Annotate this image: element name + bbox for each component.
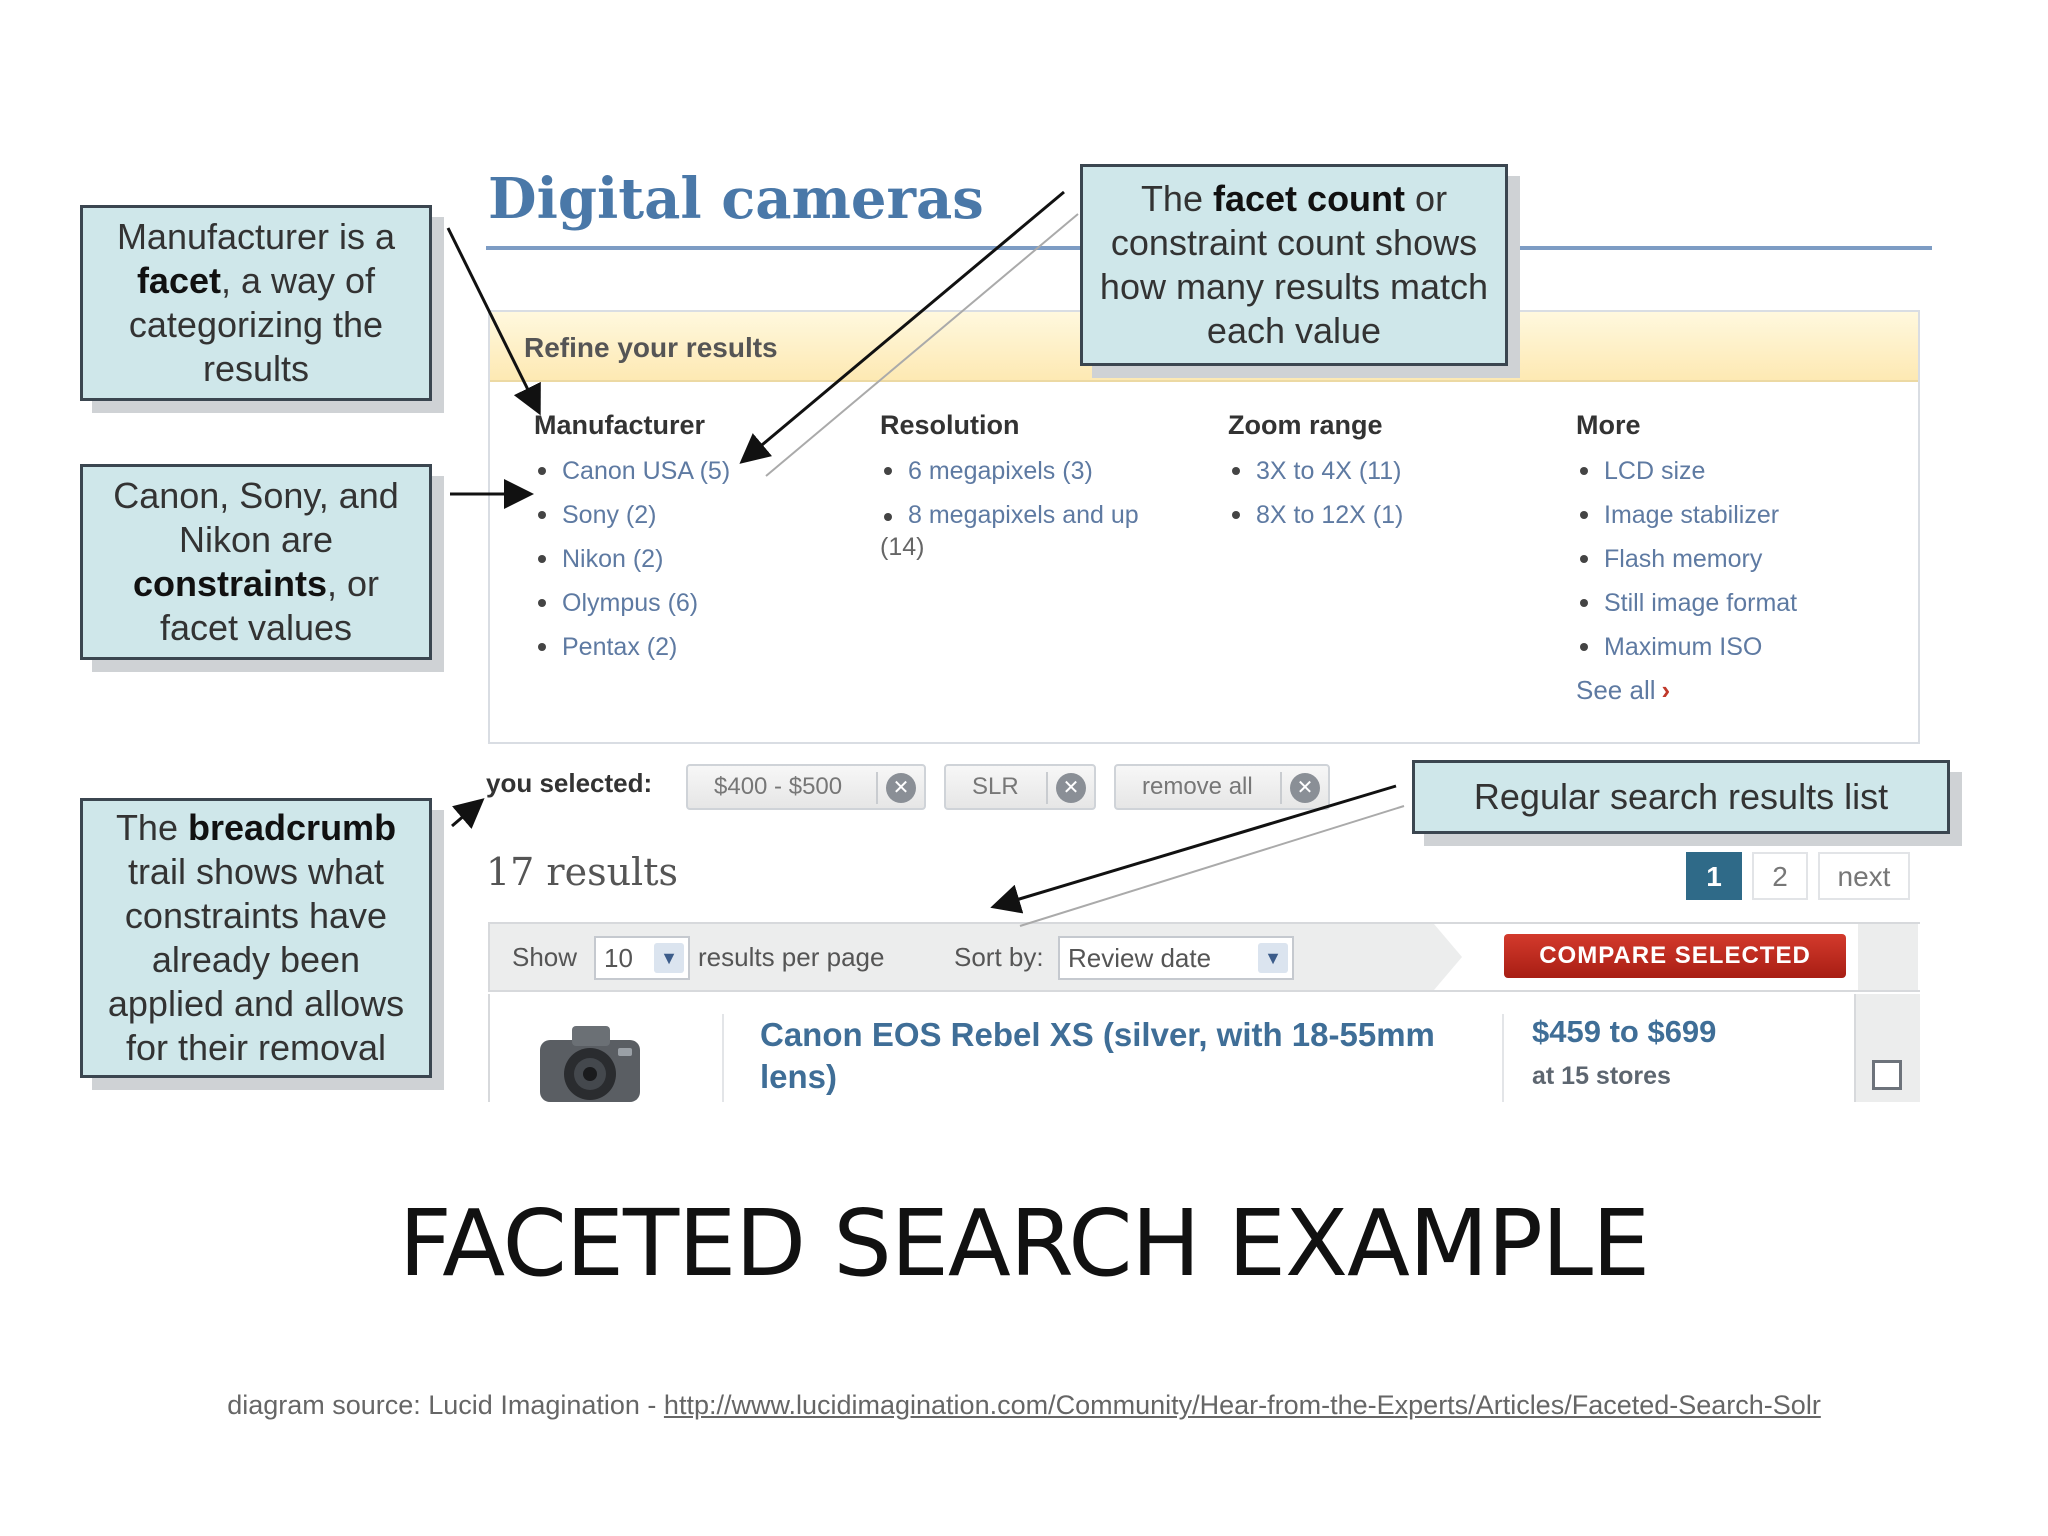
arrow-to-breadcrumb <box>451 798 485 830</box>
facet-still-image-format[interactable]: Still image format <box>1576 581 1797 625</box>
facet-value-sony[interactable]: Sony (2) <box>534 493 730 537</box>
chip-label: $400 - $500 <box>714 773 843 800</box>
next-page-button[interactable]: next <box>1818 852 1910 900</box>
compare-checkbox[interactable] <box>1872 1060 1902 1090</box>
per-page-suffix: results per page <box>698 942 885 972</box>
callout-constraints: Canon, Sony, and Nikon are constraints, … <box>80 464 432 660</box>
refine-title: Refine your results <box>524 332 778 363</box>
callout-breadcrumb: The breadcrumb trail shows what constrai… <box>80 798 432 1078</box>
breadcrumb-chip-price[interactable]: $400 - $500 ✕ <box>686 764 926 810</box>
source-link[interactable]: http://www.lucidimagination.com/Communit… <box>663 1390 1821 1420</box>
facet-maximum-iso[interactable]: Maximum ISO <box>1576 625 1797 669</box>
facet-heading: More <box>1576 410 1641 440</box>
facet-value-8mp-count: (14) <box>880 533 925 561</box>
page-1-button[interactable]: 1 <box>1686 852 1742 900</box>
page-title: Digital cameras <box>488 166 984 232</box>
product-stores: at 15 stores <box>1532 1062 1671 1090</box>
facet-manufacturer: Manufacturer Canon USA (5) Sony (2) Niko… <box>534 410 730 669</box>
facet-value-pentax[interactable]: Pentax (2) <box>534 625 730 669</box>
breadcrumb-remove-all[interactable]: remove all ✕ <box>1114 764 1330 810</box>
facet-heading: Zoom range <box>1228 410 1383 440</box>
chevron-right-icon: › <box>1661 675 1671 705</box>
see-all-link[interactable]: See all› <box>1576 675 1797 706</box>
product-name-link[interactable]: Canon EOS Rebel XS (silver, with 18-55mm… <box>760 1016 1435 1095</box>
chip-label: remove all <box>1142 773 1253 800</box>
facet-lcd-size[interactable]: LCD size <box>1576 449 1797 493</box>
callout-facet-count: The facet count or constraint count show… <box>1080 164 1508 366</box>
facet-value-3x-4x[interactable]: 3X to 4X (11) <box>1228 449 1403 493</box>
chip-label: SLR <box>972 773 1019 800</box>
breadcrumb-chip-slr[interactable]: SLR ✕ <box>944 764 1096 810</box>
close-circle-icon[interactable]: ✕ <box>886 773 916 803</box>
source-line: diagram source: Lucid Imagination - http… <box>0 1390 2048 1421</box>
see-all-label: See all <box>1576 675 1656 705</box>
result-row: Canon EOS Rebel XS (silver, with 18-55mm… <box>488 994 1920 1102</box>
refine-panel: Refine your results Manufacturer Canon U… <box>488 310 1920 744</box>
chevron-down-icon: ▼ <box>1258 943 1288 973</box>
facet-value-6mp[interactable]: 6 megapixels (3) <box>880 449 1180 493</box>
sort-value: Review date <box>1068 943 1212 973</box>
camera-icon[interactable] <box>534 1014 646 1102</box>
toolbar-arrow-divider <box>1434 924 1462 990</box>
facet-zoom-range: Zoom range 3X to 4X (11) 8X to 12X (1) <box>1228 410 1403 537</box>
per-page-value: 10 <box>604 943 633 973</box>
product-price: $459 to $699 <box>1532 1014 1717 1049</box>
source-prefix: diagram source: Lucid Imagination - <box>227 1390 664 1420</box>
facet-more: More LCD size Image stabilizer Flash mem… <box>1576 410 1797 706</box>
facet-value-8mp[interactable]: 8 megapixels and up (14) <box>880 493 1180 567</box>
results-count: 17 results <box>486 850 678 894</box>
sort-select[interactable]: Review date ▼ <box>1058 936 1294 980</box>
close-circle-icon[interactable]: ✕ <box>1290 773 1320 803</box>
compare-selected-button[interactable]: COMPARE SELECTED <box>1504 934 1846 978</box>
show-label: Show <box>512 942 578 972</box>
sort-label: Sort by: <box>954 942 1044 972</box>
facet-value-8x-12x[interactable]: 8X to 12X (1) <box>1228 493 1403 537</box>
facet-value-canon[interactable]: Canon USA (5) <box>534 449 730 493</box>
facet-heading: Resolution <box>880 410 1020 440</box>
facet-resolution: Resolution 6 megapixels (3) 8 megapixels… <box>880 410 1180 567</box>
facet-flash-memory[interactable]: Flash memory <box>1576 537 1797 581</box>
chevron-down-icon: ▼ <box>654 943 684 973</box>
facet-value-olympus[interactable]: Olympus (6) <box>534 581 730 625</box>
results-toolbar: Show 10 ▼ results per page Sort by: Revi… <box>488 922 1920 992</box>
page-2-button[interactable]: 2 <box>1752 852 1808 900</box>
facet-value-nikon[interactable]: Nikon (2) <box>534 537 730 581</box>
facet-heading: Manufacturer <box>534 410 706 440</box>
close-circle-icon[interactable]: ✕ <box>1056 773 1086 803</box>
breadcrumb-label: you selected: <box>486 768 653 798</box>
per-page-select[interactable]: 10 ▼ <box>594 936 690 980</box>
callout-facet: Manufacturer is a facet, a way of catego… <box>80 205 432 401</box>
facet-image-stabilizer[interactable]: Image stabilizer <box>1576 493 1797 537</box>
facet-value-8mp-text: 8 megapixels and up <box>908 501 1139 529</box>
callout-results-list: Regular search results list <box>1412 760 1950 834</box>
slide-title: FACETED SEARCH EXAMPLE <box>398 1190 1650 1297</box>
